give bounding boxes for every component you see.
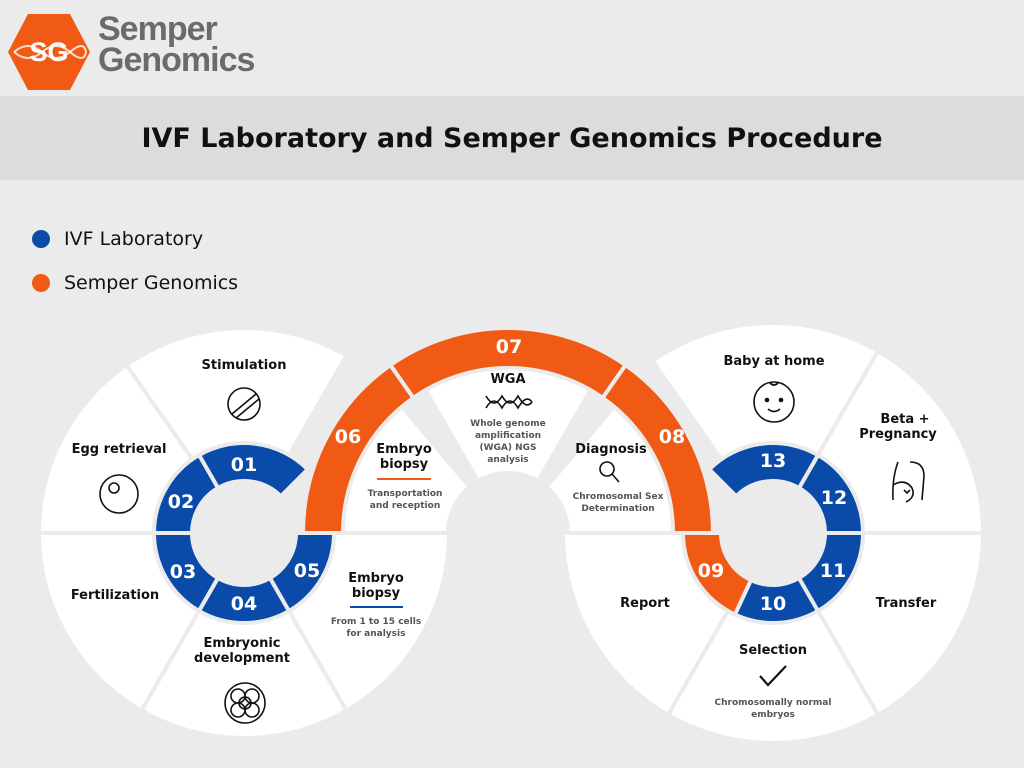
panels <box>36 321 986 745</box>
magnifier-icon <box>599 461 620 483</box>
logo-hexagon-icon: SG <box>8 14 90 90</box>
step-label-12-line-2: Pregnancy <box>859 427 937 442</box>
step-label-05-line-2: biopsy <box>352 586 401 601</box>
step-label-06-line-1: Embryo <box>376 442 432 457</box>
step-label-04-line-1: Embryonic <box>204 636 281 651</box>
step-sub-08-line-2: Determination <box>581 504 654 514</box>
step-label-09: Report <box>620 596 670 611</box>
step-number-08: 08 <box>659 426 685 448</box>
step-label-11: Transfer <box>876 596 937 611</box>
step-sub-06-line-1: Transportation <box>368 489 443 499</box>
step-number-02: 02 <box>168 491 194 513</box>
step-sub-06-line-2: and reception <box>370 501 440 511</box>
step-sub-08-line-1: Chromosomal Sex <box>573 492 664 502</box>
semper-genomics-logo: SG Semper Genomics <box>8 10 258 90</box>
page-title: IVF Laboratory and Semper Genomics Proce… <box>141 122 883 154</box>
legend-label-semper: Semper Genomics <box>64 272 239 294</box>
step-number-10: 10 <box>760 593 786 615</box>
ring-segment-06 <box>300 362 417 535</box>
baby-face-icon <box>753 381 795 423</box>
step-label-12-line-1: Beta + <box>880 412 929 427</box>
step-sub-07-line-4: analysis <box>487 455 528 465</box>
pill-icon <box>227 387 261 421</box>
step-number-03: 03 <box>170 561 196 583</box>
pregnancy-icon <box>892 461 925 503</box>
legend-item-ivf: IVF Laboratory <box>32 228 203 250</box>
step-number-06: 06 <box>335 426 361 448</box>
legend-dot-ivf <box>32 230 50 248</box>
brand-line-1: Semper <box>98 10 218 48</box>
step-sub-07-line-2: amplification <box>475 431 541 441</box>
step-label-02: Egg retrieval <box>72 442 167 457</box>
legend-label-ivf: IVF Laboratory <box>64 228 204 250</box>
legend-item-semper: Semper Genomics <box>32 272 238 294</box>
title-banner: IVF Laboratory and Semper Genomics Proce… <box>0 96 1024 180</box>
embryo-cells-icon <box>224 682 266 724</box>
ring-segment-08 <box>599 362 716 535</box>
step-label-05-line-1: Embryo <box>348 571 404 586</box>
step-number-04: 04 <box>231 593 257 615</box>
egg-cell-icon <box>99 474 139 514</box>
step-label-04-line-2: development <box>194 651 290 666</box>
checkmark-icon <box>759 665 787 687</box>
step-number-05: 05 <box>294 560 320 582</box>
step-label-01: Stimulation <box>202 358 287 373</box>
step-label-13: Baby at home <box>723 354 824 369</box>
step-label-07: WGA <box>490 372 525 387</box>
brand-line-2: Genomics <box>98 41 255 79</box>
brand-name: Semper Genomics <box>98 10 255 79</box>
step-sub-07-line-3: (WGA) NGS <box>479 443 536 453</box>
step-sub-07-line-1: Whole genome <box>470 419 545 429</box>
step-sub-10-line-1: Chromosomally normal <box>715 698 832 708</box>
step-number-09: 09 <box>698 560 724 582</box>
step-sub-05-line-2: for analysis <box>347 629 406 639</box>
step-number-13: 13 <box>760 450 786 472</box>
step-label-06-line-2: biopsy <box>380 457 429 472</box>
legend-dot-semper <box>32 274 50 292</box>
step-label-08: Diagnosis <box>575 442 647 457</box>
ring-segment-13 <box>706 441 821 500</box>
step-label-03: Fertilization <box>71 588 159 603</box>
step-sub-10-line-2: embryos <box>751 710 795 720</box>
step-number-01: 01 <box>231 454 257 476</box>
step-sub-05-line-1: From 1 to 15 cells <box>331 617 421 627</box>
logo-mark: SG <box>29 37 68 67</box>
rings <box>151 326 866 625</box>
dna-icon <box>485 394 533 410</box>
step-number-11: 11 <box>820 560 846 582</box>
step-label-10: Selection <box>739 643 807 658</box>
step-number-07: 07 <box>496 336 522 358</box>
ring-segment-07 <box>387 326 629 401</box>
step-number-12: 12 <box>821 487 847 509</box>
